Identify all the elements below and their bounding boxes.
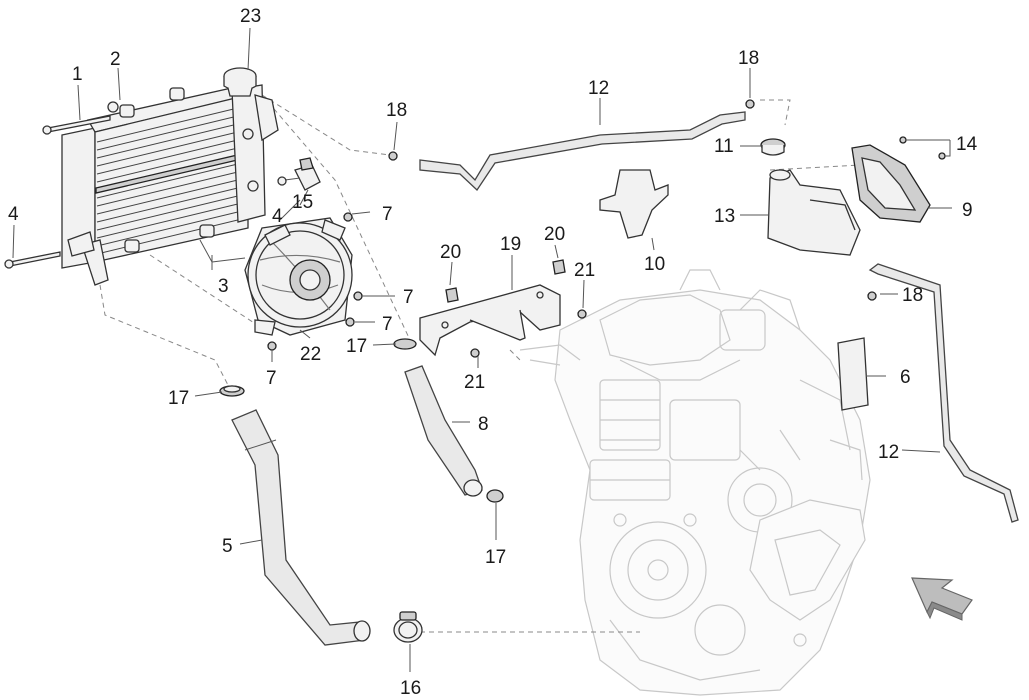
callout-23: 23 — [240, 6, 261, 27]
callout-4-fan: 4 — [272, 206, 283, 227]
expansion-tank — [767, 169, 861, 256]
callout-16: 16 — [400, 678, 421, 699]
callout-21-right: 21 — [574, 260, 595, 281]
callout-1: 1 — [72, 64, 83, 85]
lower-radiator-hose — [231, 409, 371, 646]
callout-17-mid: 17 — [346, 336, 367, 357]
callout-3: 3 — [218, 276, 229, 297]
mounting-bracket — [419, 259, 587, 358]
callout-8: 8 — [478, 414, 489, 435]
callout-7-lower: 7 — [382, 314, 393, 335]
callout-18-left: 18 — [386, 100, 407, 121]
upper-radiator-hose — [404, 365, 483, 497]
callout-15: 15 — [292, 192, 313, 213]
callout-20-left: 20 — [440, 242, 461, 263]
thermo-switch — [277, 157, 321, 191]
tank-cover — [851, 136, 946, 223]
callout-12-right: 12 — [878, 442, 899, 463]
callout-17-left: 17 — [168, 388, 189, 409]
callout-20-right: 20 — [544, 224, 565, 245]
warning-label — [837, 337, 869, 411]
callout-4: 4 — [8, 204, 19, 225]
radiator-bolt-lower — [4, 251, 61, 269]
callout-7-bottom: 7 — [266, 368, 277, 389]
callout-2: 2 — [110, 49, 121, 70]
callout-13: 13 — [714, 206, 735, 227]
radiator-cap — [223, 67, 257, 97]
tank-cap — [760, 138, 786, 156]
engine-assembly-ghost — [519, 269, 871, 696]
callout-numbers: 23 1 2 4 4 15 3 7 7 7 7 22 17 17 17 5 16… — [8, 6, 978, 699]
callout-7-mid: 7 — [403, 287, 414, 308]
routing-lines — [99, 94, 861, 633]
callout-7-top: 7 — [382, 204, 393, 225]
worm-clamp — [393, 611, 423, 643]
radiator-bolt — [42, 115, 111, 135]
callout-5: 5 — [222, 536, 233, 557]
overflow-hose-lower — [867, 263, 1019, 523]
hose-clamps — [219, 338, 504, 503]
callout-10: 10 — [644, 254, 665, 275]
small-bracket — [599, 169, 669, 239]
callout-18-top: 18 — [738, 48, 759, 69]
callout-18-right: 18 — [902, 285, 923, 306]
fan-screws — [267, 212, 363, 351]
callout-9: 9 — [962, 200, 973, 221]
callout-17-bottom: 17 — [485, 547, 506, 568]
overflow-hose-upper — [388, 99, 755, 192]
callout-11: 11 — [714, 136, 734, 157]
cooling-fan-assembly — [244, 217, 353, 336]
callout-14: 14 — [956, 134, 978, 155]
callout-6: 6 — [900, 367, 911, 388]
callout-22: 22 — [300, 344, 321, 365]
callout-12-top: 12 — [588, 78, 609, 99]
callout-19: 19 — [500, 234, 521, 255]
radiator-assembly — [61, 84, 279, 286]
leader-lines — [12, 27, 952, 672]
front-direction-arrow-icon — [911, 577, 973, 621]
callout-21-bottom: 21 — [464, 372, 485, 393]
